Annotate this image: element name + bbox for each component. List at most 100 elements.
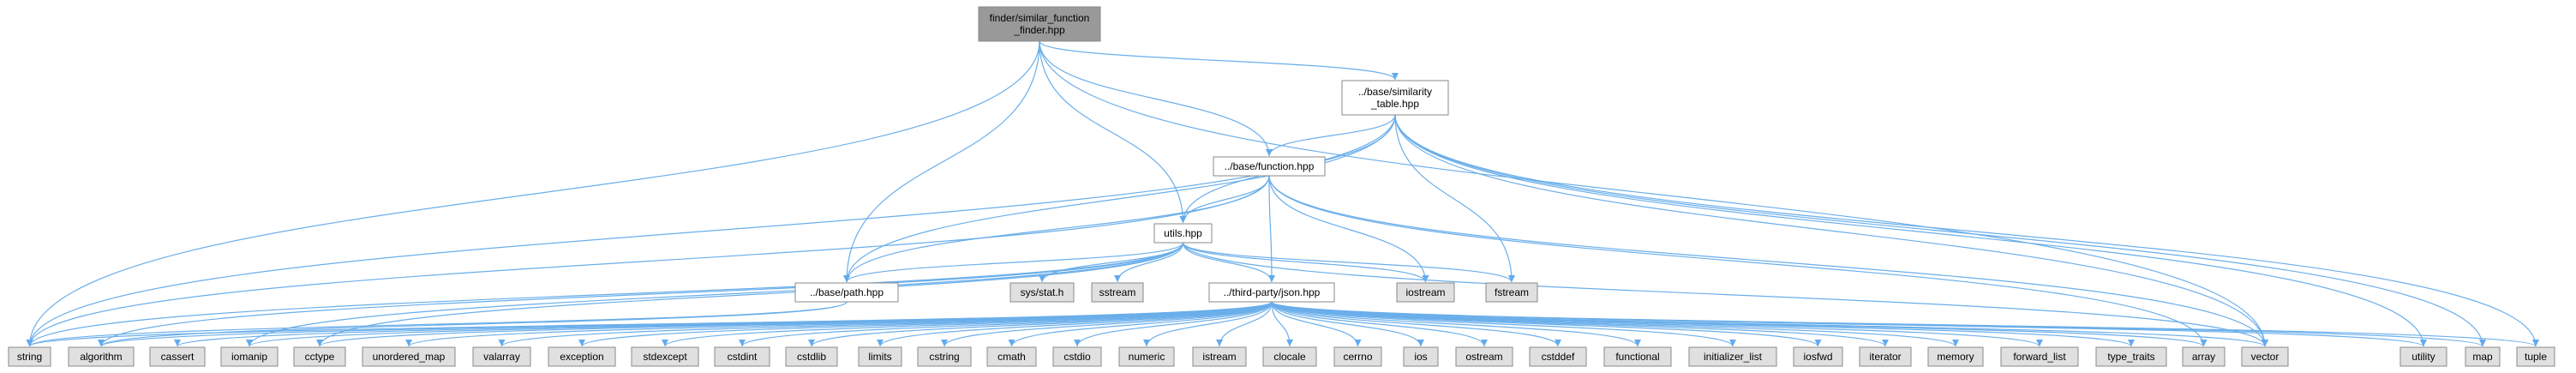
- arrowhead-utils-to-json: [1268, 275, 1275, 282]
- node-label-fstream: fstream: [1495, 286, 1529, 298]
- arrowhead-json-to-cctype: [316, 340, 323, 346]
- arrowhead-json-to-valarray: [498, 340, 506, 346]
- node-ostream: ostream: [1455, 346, 1513, 367]
- node-label-memory: memory: [1937, 351, 1974, 363]
- node-utils[interactable]: utils.hpp: [1153, 223, 1213, 244]
- node-initializer_list: initializer_list: [1688, 346, 1777, 367]
- node-box-map: [2465, 346, 2501, 367]
- node-utility: utility: [2399, 346, 2447, 367]
- node-map: map: [2465, 346, 2501, 367]
- node-stdexcept: stdexcept: [631, 346, 699, 367]
- node-box-string: [8, 346, 51, 367]
- edge-utils-to-fstream: [1182, 242, 1513, 283]
- node-fstream: fstream: [1485, 282, 1538, 303]
- node-box-simtab: [1341, 80, 1449, 116]
- node-label-iterator: iterator: [1869, 351, 1901, 363]
- edge-root-to-utils: [1039, 40, 1184, 224]
- node-label-exception: exception: [560, 351, 603, 363]
- edge-utils-to-algorithm: [100, 242, 1184, 347]
- node-box-cstddef: [1529, 346, 1587, 367]
- edge-function-to-json: [1268, 175, 1273, 283]
- arrowhead-json-to-tuple: [2532, 340, 2539, 346]
- node-cstring: cstring: [917, 346, 972, 367]
- arrowhead-json-to-unordered_map: [405, 340, 412, 346]
- edge-json-to-exception: [581, 301, 1273, 347]
- edge-utils-to-path: [846, 242, 1184, 283]
- node-box-iostream: [1396, 282, 1455, 303]
- edge-function-to-array: [1268, 175, 2205, 347]
- node-label-sstream: sstream: [1099, 286, 1136, 298]
- node-label-unordered_map: unordered_map: [373, 351, 446, 363]
- node-box-exception: [548, 346, 616, 367]
- node-box-json: [1208, 282, 1335, 303]
- edge-function-to-vector: [1268, 175, 2266, 347]
- node-label-path: ../base/path.hpp: [810, 286, 884, 298]
- node-algorithm: algorithm: [68, 346, 135, 367]
- edge-json-to-stdexcept: [664, 301, 1273, 347]
- node-simtab[interactable]: ../base/similarity_table.hpp: [1341, 80, 1449, 116]
- arrowhead-json-to-cassert: [174, 340, 181, 346]
- arrowhead-json-to-ios: [1417, 340, 1424, 346]
- node-box-tuple: [2516, 346, 2555, 367]
- node-label-iostream: iostream: [1405, 286, 1445, 298]
- node-path[interactable]: ../base/path.hpp: [794, 282, 899, 303]
- node-label-cerrno: cerrno: [1343, 351, 1372, 363]
- node-json[interactable]: ../third-party/json.hpp: [1208, 282, 1335, 303]
- node-label-istream: istream: [1202, 351, 1236, 363]
- node-box-cerrno: [1333, 346, 1382, 367]
- node-cmath: cmath: [986, 346, 1037, 367]
- arrowhead-json-to-utility: [2420, 340, 2427, 346]
- arrowhead-json-to-algorithm: [98, 340, 105, 346]
- node-root[interactable]: finder/similar_function_finder.hpp: [978, 6, 1101, 42]
- arrowhead-json-to-cstddef: [1555, 340, 1561, 346]
- node-function[interactable]: ../base/function.hpp: [1213, 156, 1326, 177]
- node-box-cstdio: [1052, 346, 1102, 367]
- edge-simtab-to-tuple: [1394, 114, 2537, 347]
- node-memory: memory: [1927, 346, 1984, 367]
- node-limits: limits: [858, 346, 902, 367]
- edge-json-to-functional: [1271, 301, 1638, 347]
- node-label-cctype: cctype: [305, 351, 335, 363]
- node-box-istream: [1192, 346, 1247, 367]
- edge-json-to-iomanip: [249, 301, 1273, 347]
- edge-simtab-to-path: [846, 114, 1396, 283]
- arrowhead-json-to-stdexcept: [662, 340, 668, 346]
- arrowhead-json-to-string: [26, 340, 33, 346]
- node-cstdio: cstdio: [1052, 346, 1102, 367]
- node-box-cstdlib: [785, 346, 838, 367]
- node-label-tuple: tuple: [2525, 351, 2547, 363]
- node-box-cstring: [917, 346, 972, 367]
- node-label-simtab-line2: _table.hpp: [1370, 98, 1419, 110]
- node-exception: exception: [548, 346, 616, 367]
- node-box-algorithm: [68, 346, 135, 367]
- arrowhead-json-to-exception: [578, 340, 585, 346]
- node-label-valarray: valarray: [483, 351, 520, 363]
- node-iomanip: iomanip: [220, 346, 279, 367]
- node-box-cmath: [986, 346, 1037, 367]
- node-sysstat: sys/stat.h: [1009, 282, 1075, 303]
- arrowhead-json-to-iterator: [1882, 340, 1889, 346]
- arrowhead-json-to-forward_list: [2036, 340, 2043, 346]
- node-label-cstdint: cstdint: [728, 351, 758, 363]
- node-string: string: [8, 346, 51, 367]
- node-label-json: ../third-party/json.hpp: [1224, 286, 1321, 298]
- node-box-root: [978, 6, 1101, 42]
- edge-utils-to-iostream: [1182, 242, 1427, 283]
- node-box-initializer_list: [1688, 346, 1777, 367]
- node-box-ostream: [1455, 346, 1513, 367]
- node-cstdint: cstdint: [714, 346, 770, 367]
- node-box-type_traits: [2095, 346, 2167, 367]
- edge-json-to-ostream: [1271, 301, 1485, 347]
- arrowhead-json-to-functional: [1634, 340, 1641, 346]
- node-ios: ios: [1403, 346, 1439, 367]
- node-label-cstdio: cstdio: [1063, 351, 1091, 363]
- arrowhead-json-to-cstdlib: [808, 340, 815, 346]
- node-label-cassert: cassert: [161, 351, 195, 363]
- arrowhead-json-to-memory: [1952, 340, 1959, 346]
- edge-root-to-vector: [1039, 40, 2266, 347]
- node-label-function: ../base/function.hpp: [1225, 160, 1315, 172]
- node-label-functional: functional: [1615, 351, 1659, 363]
- node-box-function: [1213, 156, 1326, 177]
- arrowhead-json-to-cmath: [1008, 340, 1015, 346]
- arrowhead-utils-to-sstream: [1114, 275, 1121, 282]
